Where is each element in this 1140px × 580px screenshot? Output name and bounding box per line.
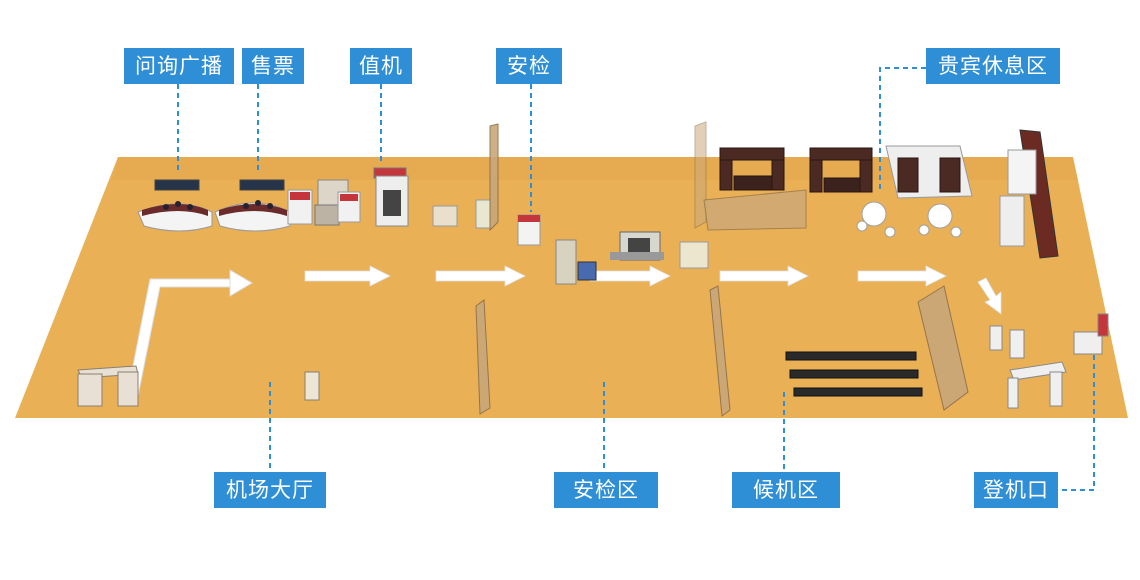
label-waiting-area: 候机区: [732, 472, 840, 508]
label-inquiry: 问询广播: [124, 48, 234, 84]
label-ticketing: 售票: [242, 48, 304, 84]
label-boarding-gate: 登机口: [974, 472, 1058, 508]
leader-lines: [177, 67, 1095, 491]
waiting-chairs: [785, 351, 923, 397]
entrance-gate: [77, 365, 320, 407]
label-checkin: 值机: [350, 48, 412, 84]
security-devices: [432, 199, 541, 246]
label-vip-lounge: 贵宾休息区: [926, 48, 1060, 84]
inquiry-desk: [137, 179, 213, 232]
vip-sofas: [719, 145, 973, 199]
ticketing-desk: [214, 179, 291, 232]
boarding-equipment: [989, 313, 1109, 409]
security-scanner: [555, 231, 709, 285]
flow-arrows: [304, 265, 1002, 315]
service-counter: [999, 129, 1059, 259]
floor-shade: [112, 157, 1078, 180]
label-security: 安检: [496, 48, 562, 84]
cafe-tables: [856, 201, 962, 238]
checkin-equipment: [287, 167, 409, 227]
label-security-area: 安检区: [554, 472, 658, 508]
label-terminal-hall: 机场大厅: [214, 472, 326, 508]
glass-partitions: [475, 121, 969, 417]
